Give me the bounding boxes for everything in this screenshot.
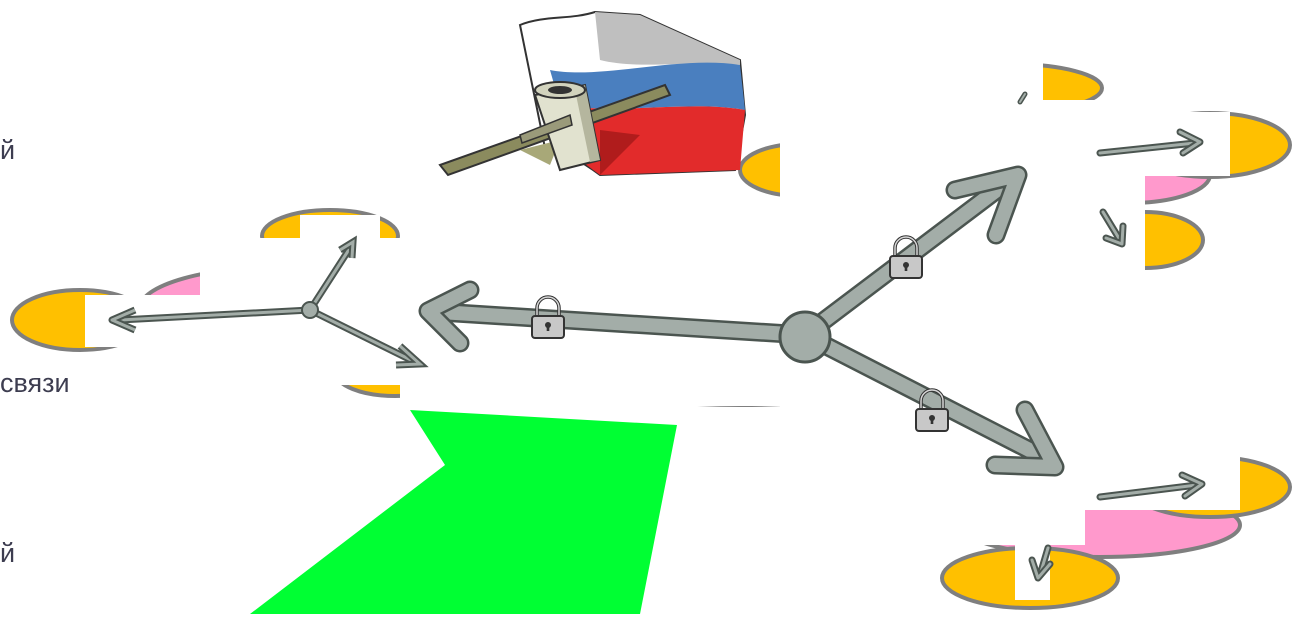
text-fragment-2: связи [0, 368, 70, 398]
small-arrows-right [1017, 91, 1206, 582]
arrow-lower-right [795, 325, 1065, 477]
hammer-icon [438, 81, 672, 177]
arrow-main-left [418, 280, 815, 353]
arrow-left-branch [108, 235, 429, 369]
node-icon-center [778, 310, 832, 364]
text-fragment-3: й [0, 538, 16, 568]
green-arrow-shape [250, 410, 677, 614]
node-icon-left [301, 301, 319, 319]
text-fragment-1: й [0, 135, 16, 165]
